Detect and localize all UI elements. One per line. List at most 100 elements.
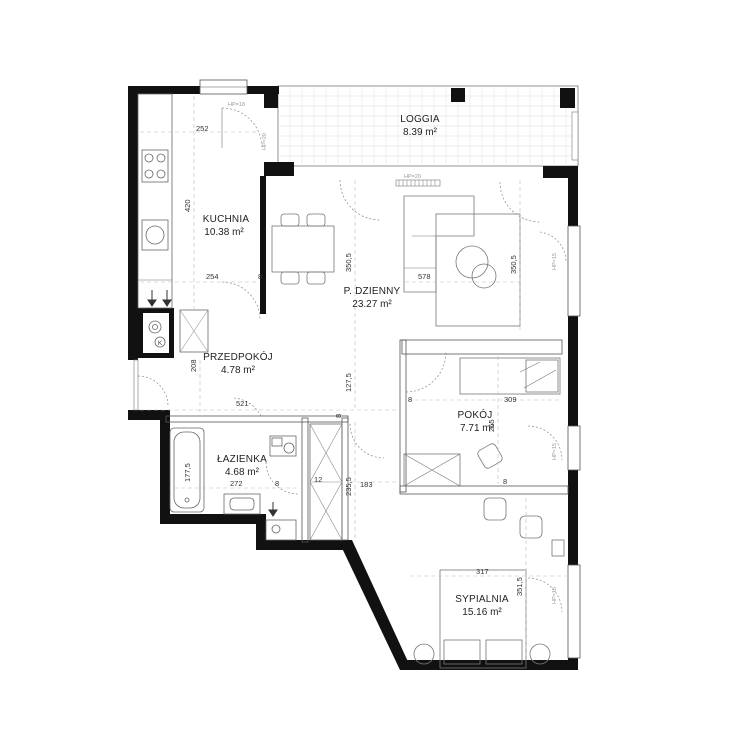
- pokoj-window-east: [567, 425, 581, 471]
- entry-door-frame: [133, 359, 139, 411]
- dimension-label: 12: [314, 475, 322, 484]
- window-height-label: HP=15: [552, 253, 558, 270]
- room-labels: LOGGIA 8.39 m² KUCHNIA 10.38 m² P. DZIEN…: [203, 114, 509, 618]
- ventilation-arrows: [147, 290, 278, 517]
- rug: [435, 213, 521, 327]
- dimension-label: 127,5: [344, 373, 353, 392]
- chair: [280, 213, 300, 227]
- bathtub: [169, 427, 205, 513]
- room-area-lazienka: 4.68 m²: [225, 467, 260, 478]
- wall-bath-north: [165, 415, 349, 423]
- dimension-label: 351,5: [515, 577, 524, 596]
- dimension-label: 252: [196, 124, 209, 133]
- window-height-label: HP=20: [404, 174, 421, 180]
- sofa: [403, 195, 475, 293]
- wall-bath-north-step: [128, 410, 170, 420]
- dining-set: [271, 213, 335, 285]
- bedroom-furniture: [413, 497, 565, 669]
- dining-table: [271, 225, 335, 273]
- dimension-label: 254: [206, 272, 219, 281]
- room-name-loggia: LOGGIA: [400, 114, 440, 125]
- wall-east: [568, 316, 578, 426]
- pillow: [443, 639, 481, 665]
- boiler: [148, 320, 162, 334]
- washing-machine: [269, 435, 297, 457]
- window-height-labels: HP=18 HP=20 HP=20 HP=15 HP=15 HP=15: [228, 102, 558, 604]
- kitchen-counter: [137, 93, 173, 309]
- wall-east: [568, 470, 578, 565]
- down-arrow-icon: [162, 299, 172, 307]
- kitchen-fixtures: K: [137, 93, 173, 348]
- armchair: [519, 515, 543, 539]
- wall-south: [256, 540, 352, 550]
- room-area-sypialnia: 15.16 m²: [462, 607, 502, 618]
- room-area-dzienny: 23.27 m²: [352, 299, 392, 310]
- wall-bath-west: [160, 418, 170, 522]
- room-area-przedpokoj: 4.78 m²: [221, 365, 256, 376]
- dimension-label: 8: [275, 479, 279, 488]
- k-marker: K: [158, 341, 162, 347]
- door-swing: [527, 577, 563, 613]
- desk: [403, 453, 461, 487]
- door-swing: [221, 107, 263, 149]
- k-circle: [154, 336, 166, 348]
- room-name-przedpokoj: PRZEDPOKÓJ: [203, 350, 273, 363]
- nightstand-lamp: [413, 643, 435, 665]
- chair: [306, 271, 326, 285]
- dimension-label: 309: [504, 395, 517, 404]
- window-height-label: HP=15: [552, 443, 558, 460]
- wall-north-kitchen: [247, 86, 279, 94]
- door-swing: [405, 351, 447, 393]
- double-bed: [439, 569, 527, 669]
- wall-pokoj-south: [399, 485, 569, 495]
- loggia-railing: [571, 111, 579, 161]
- pillow: [485, 639, 523, 665]
- door-swing: [137, 375, 169, 407]
- chair: [306, 213, 326, 227]
- dimension-label: 8: [408, 395, 412, 404]
- wall-living-north: [264, 162, 294, 176]
- loggia-column: [451, 88, 465, 102]
- single-bed: [459, 357, 561, 395]
- dimension-label: 578: [418, 272, 431, 281]
- cooktop: [141, 149, 169, 183]
- wall-living-north: [543, 166, 575, 178]
- room-area-pokoj: 7.71 m²: [460, 423, 495, 434]
- dimension-label: 8: [258, 272, 262, 281]
- door-swing: [349, 423, 385, 459]
- bedroom-window-east: [567, 564, 581, 659]
- loggia-tile-grid: [278, 86, 578, 166]
- living-window-east: [567, 225, 581, 317]
- side-table: [471, 263, 497, 289]
- dimension-label: 272: [230, 479, 243, 488]
- living-furniture: [395, 179, 521, 327]
- window-height-label: HP=20: [262, 133, 268, 150]
- pokoj-furniture: [403, 357, 561, 487]
- armchair: [483, 497, 507, 521]
- wall-pokoj-north: [401, 339, 563, 355]
- wall-diagonal: [342, 540, 410, 670]
- window-height-label: HP=18: [228, 102, 245, 108]
- dimension-label: 255: [487, 419, 496, 432]
- door-swing: [233, 397, 263, 419]
- window-height-label: HP=15: [552, 587, 558, 604]
- wall-north-kitchen: [128, 86, 200, 94]
- room-name-lazienka: ŁAZIENKA: [217, 454, 267, 465]
- wall-kitchen-east: [260, 176, 266, 314]
- radiator: [395, 179, 441, 187]
- door-swings: [137, 107, 567, 613]
- wall-bath-south: [160, 514, 260, 524]
- desk-chair: [477, 443, 503, 469]
- dimension-label: 521: [236, 399, 249, 408]
- bathroom-fixtures: [169, 309, 343, 541]
- room-area-kuchnia: 10.38 m²: [204, 227, 244, 238]
- chair: [280, 271, 300, 285]
- dimension-label: 8: [334, 414, 343, 418]
- wall-fragment: [128, 350, 138, 360]
- dimension-label: 317: [476, 567, 489, 576]
- small-table: [551, 539, 565, 557]
- dimension-label: 177,5: [183, 463, 192, 482]
- door-swing: [221, 281, 261, 321]
- pillow: [525, 359, 559, 393]
